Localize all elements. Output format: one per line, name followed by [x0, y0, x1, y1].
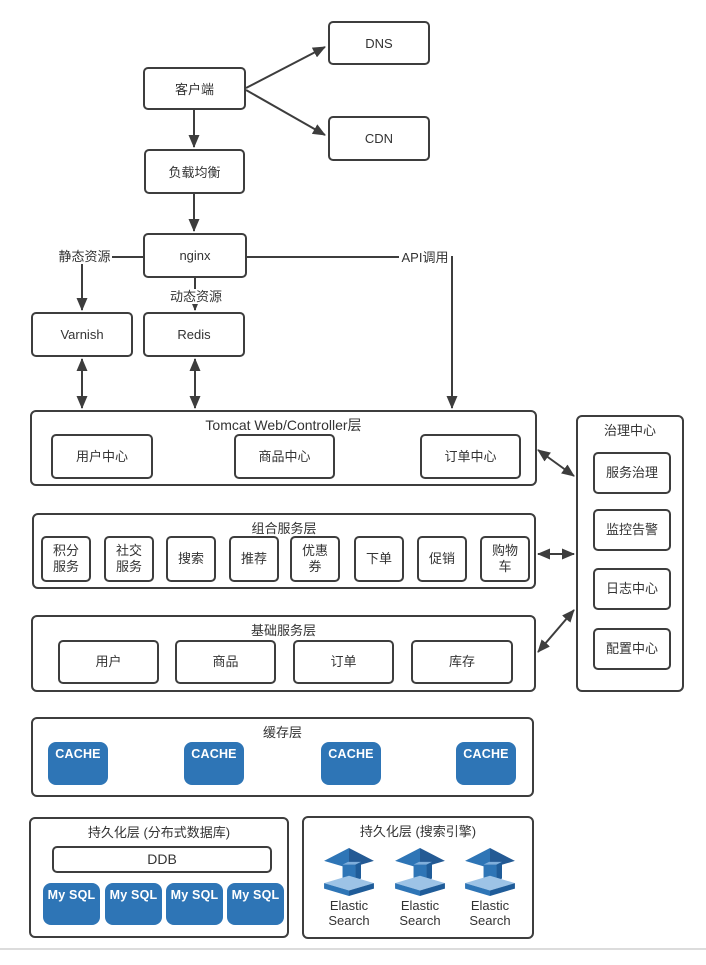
tomcat-layer-title: Tomcat Web/Controller层: [205, 417, 362, 433]
node-log-center[interactable]: 日志中心: [593, 568, 671, 610]
node-elastic-search-1[interactable]: Elastic Search: [328, 898, 370, 928]
node-cdn[interactable]: CDN: [328, 116, 430, 161]
node-cache-3[interactable]: CACHE: [321, 742, 381, 785]
edge-label-static-resources: 静态资源: [57, 249, 112, 264]
node-cache-1[interactable]: CACHE: [48, 742, 108, 785]
node-order-center[interactable]: 订单中心: [420, 434, 521, 479]
node-dns[interactable]: DNS: [328, 21, 430, 65]
node-cache-2[interactable]: CACHE: [184, 742, 244, 785]
basic-service-layer: 基础服务层 用户 商品 订单 库存: [31, 615, 536, 692]
node-product-center[interactable]: 商品中心: [234, 434, 335, 479]
node-service-governance[interactable]: 服务治理: [593, 452, 671, 494]
node-points-service[interactable]: 积分服务: [41, 536, 91, 582]
elastic-search-icon: [395, 848, 445, 896]
node-coupon-service[interactable]: 优惠券: [290, 536, 340, 582]
node-mysql-3[interactable]: My SQL: [166, 883, 223, 925]
node-product-service[interactable]: 商品: [175, 640, 276, 684]
composite-service-layer: 组合服务层 积分服务 社交服务 搜索 推荐 优惠券 下单 促销 购物车: [32, 513, 536, 589]
node-search-service[interactable]: 搜索: [166, 536, 216, 582]
node-cache-4[interactable]: CACHE: [456, 742, 516, 785]
node-user-center[interactable]: 用户中心: [51, 434, 153, 479]
edge-label-dynamic-resources: 动态资源: [167, 289, 225, 304]
persistence-es-title: 持久化层 (搜索引擎): [359, 824, 477, 839]
persistence-db-layer: 持久化层 (分布式数据库) DDB My SQL My SQL My SQL M…: [29, 817, 289, 938]
node-monitoring-alert[interactable]: 监控告警: [593, 509, 671, 551]
governance-title: 治理中心: [603, 423, 656, 438]
tomcat-layer: Tomcat Web/Controller层 用户中心 商品中心 订单中心: [30, 410, 537, 486]
node-user-service[interactable]: 用户: [58, 640, 159, 684]
node-elastic-search-2[interactable]: Elastic Search: [399, 898, 441, 928]
node-nginx[interactable]: nginx: [143, 233, 247, 278]
elastic-search-icon: [465, 848, 515, 896]
node-elastic-search-3[interactable]: Elastic Search: [469, 898, 511, 928]
cache-layer-title: 缓存层: [262, 725, 302, 740]
node-ddb[interactable]: DDB: [52, 846, 272, 873]
edge-label-api-call: API调用: [399, 250, 451, 265]
node-recommend-service[interactable]: 推荐: [229, 536, 279, 582]
node-varnish[interactable]: Varnish: [31, 312, 133, 357]
node-promotion-service[interactable]: 促销: [417, 536, 467, 582]
persistence-es-layer: 持久化层 (搜索引擎): [302, 816, 534, 939]
node-social-service[interactable]: 社交服务: [104, 536, 154, 582]
node-cart-service[interactable]: 购物车: [480, 536, 530, 582]
governance-panel: 治理中心 服务治理 监控告警 日志中心 配置中心: [576, 415, 684, 692]
node-mysql-2[interactable]: My SQL: [105, 883, 162, 925]
persistence-db-title: 持久化层 (分布式数据库): [87, 825, 231, 840]
node-client[interactable]: 客户端: [143, 67, 246, 110]
node-redis[interactable]: Redis: [143, 312, 245, 357]
composite-layer-title: 组合服务层: [251, 521, 317, 536]
elastic-search-icon: [324, 848, 374, 896]
node-load-balancer[interactable]: 负载均衡: [144, 149, 245, 194]
node-config-center[interactable]: 配置中心: [593, 628, 671, 670]
basic-layer-title: 基础服务层: [250, 623, 316, 638]
node-mysql-1[interactable]: My SQL: [43, 883, 100, 925]
node-order-service[interactable]: 订单: [293, 640, 394, 684]
page-bottom-edge: [0, 948, 706, 950]
node-mysql-4[interactable]: My SQL: [227, 883, 284, 925]
cache-layer: 缓存层 CACHE CACHE CACHE CACHE: [31, 717, 534, 797]
node-place-order-service[interactable]: 下单: [354, 536, 404, 582]
node-inventory-service[interactable]: 库存: [411, 640, 513, 684]
